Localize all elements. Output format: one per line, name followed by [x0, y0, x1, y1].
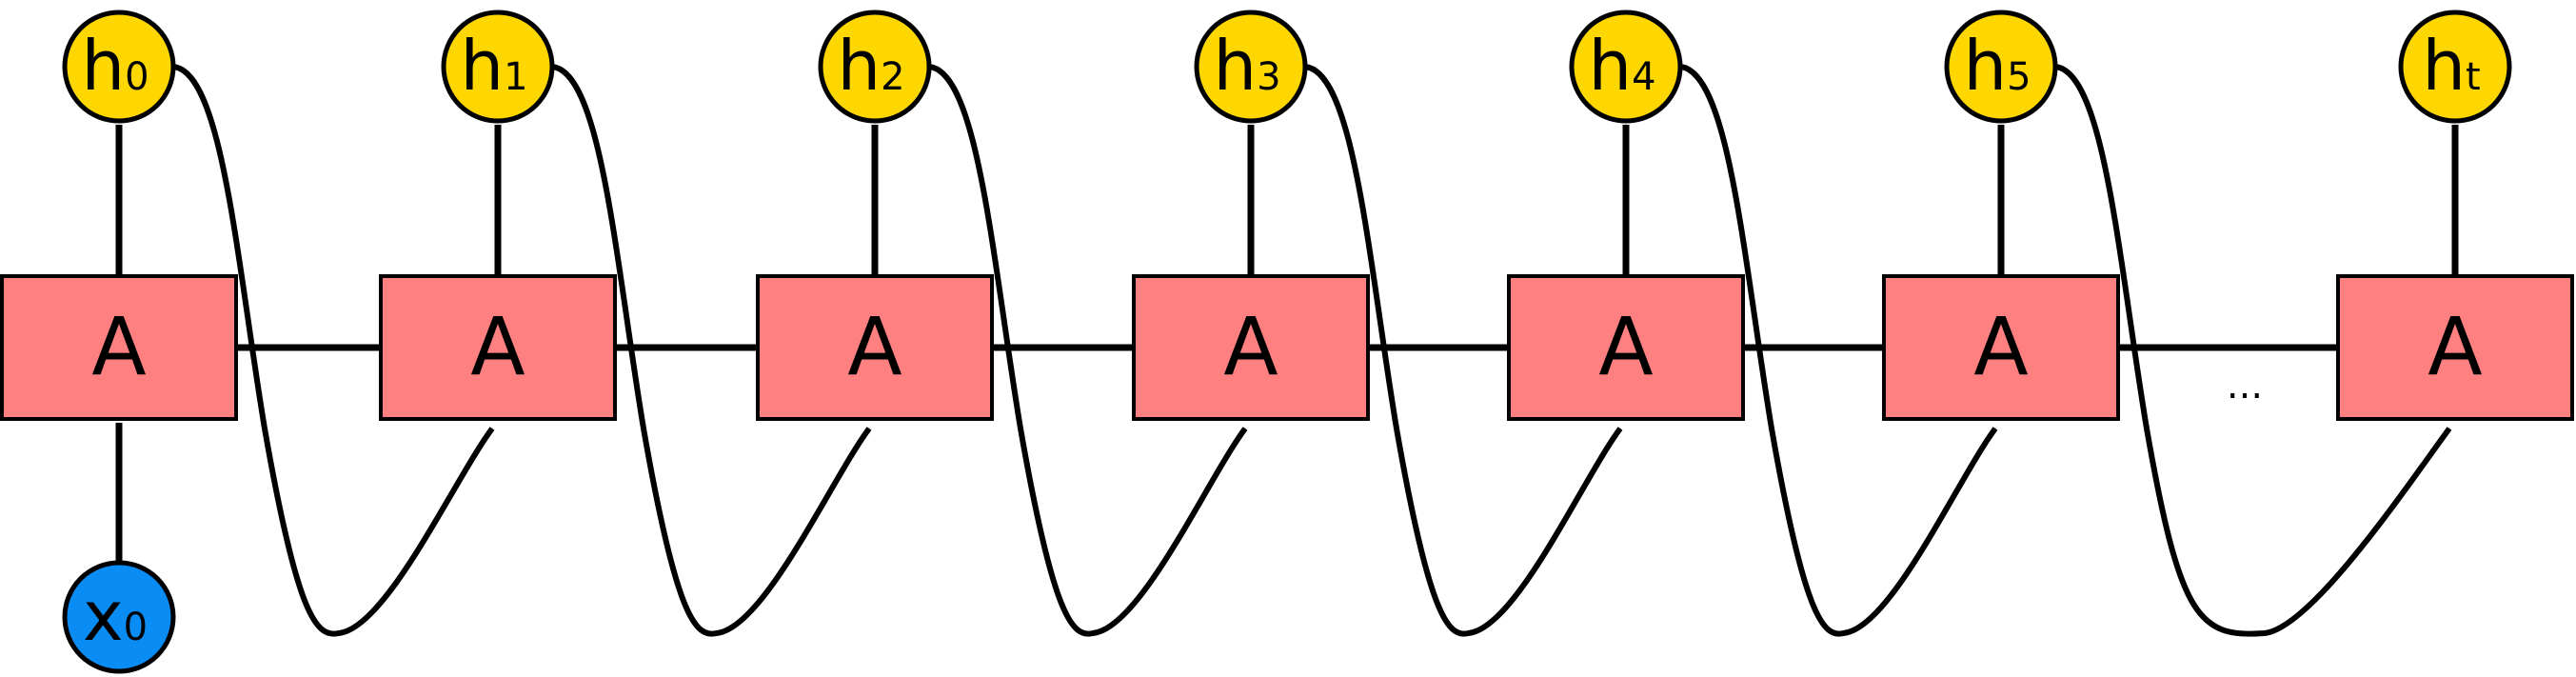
rnn-cell-2: A — [756, 274, 994, 421]
output-circle — [62, 10, 176, 124]
output-circle — [2398, 10, 2512, 124]
rnn-cell-4: A — [1507, 274, 1745, 421]
output-node-1: h1 — [441, 10, 555, 124]
arrow-layer — [115, 124, 2459, 351]
rnn-cell-3: A — [1132, 274, 1370, 421]
output-node-4: h4 — [1569, 10, 1683, 124]
cell-box — [2336, 274, 2574, 421]
cell-box — [379, 274, 617, 421]
cell-label: A — [1973, 300, 2028, 393]
rnn-cell-1: A — [379, 274, 617, 421]
output-label: h5 — [1963, 26, 2031, 106]
recurrent-loop-3 — [1300, 63, 1623, 637]
output-subscript: 0 — [125, 55, 149, 99]
output-circle — [818, 10, 932, 124]
cell-label: A — [2427, 300, 2482, 393]
ellipsis-text: ... — [2227, 364, 2263, 408]
output-subscript: 4 — [1632, 55, 1655, 99]
rnn-cell-5: A — [1882, 274, 2120, 421]
recurrent-loop-5 — [2051, 63, 2452, 637]
output-subscript: 2 — [881, 55, 904, 99]
output-node-6: ht — [2398, 10, 2512, 124]
output-layer: h0 h1 h2 h3 h4 h5 ht — [62, 10, 2512, 124]
recurrent-loop-0 — [168, 63, 495, 637]
output-circle — [1194, 10, 1308, 124]
output-node-3: h3 — [1194, 10, 1308, 124]
output-circle — [1944, 10, 2058, 124]
recurrent-loop-layer — [168, 63, 2452, 637]
recurrent-loop-4 — [1675, 63, 1998, 637]
cell-label: A — [470, 300, 525, 393]
output-subscript: 1 — [504, 55, 527, 99]
input-label: x0 — [83, 576, 148, 656]
cell-box — [0, 274, 238, 421]
cell-label: A — [1223, 300, 1278, 393]
input-layer: x0 — [62, 422, 176, 674]
cell-box — [1507, 274, 1745, 421]
input-subscript: 0 — [124, 606, 148, 649]
output-node-0: h0 — [62, 10, 176, 124]
output-subscript: 3 — [1257, 55, 1280, 99]
rnn-cell-6: A — [2336, 274, 2574, 421]
cell-box — [1132, 274, 1370, 421]
output-circle — [1569, 10, 1683, 124]
cell-box — [756, 274, 994, 421]
cell-label: A — [847, 300, 902, 393]
output-circle — [441, 10, 555, 124]
recurrent-loop-1 — [547, 63, 872, 637]
output-node-5: h5 — [1944, 10, 2058, 124]
recurrent-loop-2 — [924, 63, 1248, 637]
rnn-cell-0: A — [0, 274, 238, 421]
output-subscript: 5 — [2007, 55, 2031, 99]
output-node-2: h2 — [818, 10, 932, 124]
input-circle — [62, 560, 176, 674]
input-node: x0 — [62, 560, 176, 674]
cell-box — [1882, 274, 2120, 421]
output-subscript: t — [2466, 55, 2481, 99]
cell-label: A — [91, 300, 146, 393]
cell-label: A — [1598, 300, 1653, 393]
